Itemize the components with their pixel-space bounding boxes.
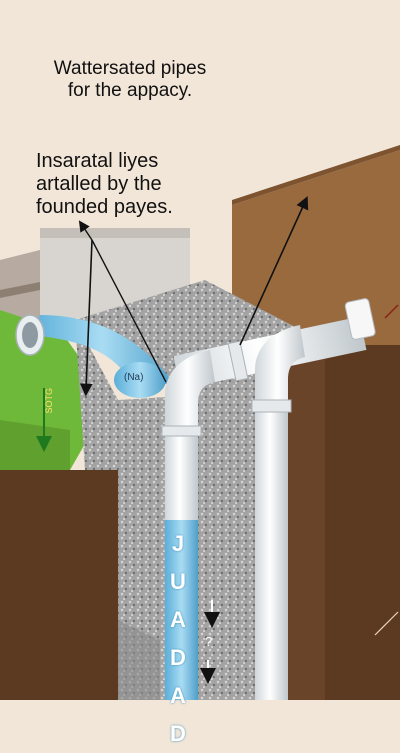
caption-top: Wattersated pipes for the appacy. xyxy=(30,58,230,102)
blue-pipe-bulb xyxy=(114,362,166,398)
pipe-letter: J xyxy=(171,531,185,556)
pipe-coupling-left xyxy=(161,425,202,437)
arrow-icon xyxy=(239,196,309,346)
left-ledge-stripes xyxy=(0,282,40,298)
foundation-wall-shadow xyxy=(40,228,190,238)
white-pipe-left-upper xyxy=(165,430,198,520)
pipe-letter: U xyxy=(170,569,186,594)
gravel-lower-left xyxy=(118,620,160,700)
pipe-letter: A xyxy=(170,607,186,632)
white-pipe-right xyxy=(255,410,288,700)
arrow-icon xyxy=(384,304,399,319)
wood-panel-upper xyxy=(232,145,400,205)
pipe-tag-label: (Na) xyxy=(124,372,144,383)
grass-shade xyxy=(0,420,70,470)
caption-top-line2: for the appacy. xyxy=(67,79,193,101)
pipe-diagram xyxy=(0,145,400,700)
arrow-icon xyxy=(78,220,93,241)
pipe-coupling-top xyxy=(227,340,249,382)
soil-left xyxy=(0,470,118,700)
caption-top-line1: Wattersated pipes xyxy=(53,58,207,79)
pipe-letter: D xyxy=(170,645,186,670)
white-elbow-right xyxy=(255,325,305,410)
caption-middle: Insaratal liyes artalled by the founded … xyxy=(36,150,206,219)
pipe-end-cap xyxy=(344,298,376,340)
pipe-coupling-right xyxy=(251,399,292,413)
pipe-letter: D xyxy=(170,721,186,746)
caption-middle-line2: artalled by the xyxy=(36,173,162,195)
question-mark-label: ? xyxy=(205,634,213,649)
side-mark-label: SOTG xyxy=(44,388,54,414)
blue-pipe-vertical xyxy=(165,520,198,700)
soil-right xyxy=(320,345,400,700)
caption-middle-line3: founded payes. xyxy=(36,196,173,218)
caption-middle-line1: Insaratal liyes xyxy=(36,150,159,172)
gravel-left-strip xyxy=(75,320,118,470)
arrow-icon xyxy=(91,239,167,383)
pipe-letter: A xyxy=(170,683,186,708)
arrow-icon xyxy=(79,239,93,397)
pipe-open-end-inner xyxy=(22,322,38,348)
white-elbow-left xyxy=(165,350,215,430)
arrow-icon xyxy=(374,611,399,636)
